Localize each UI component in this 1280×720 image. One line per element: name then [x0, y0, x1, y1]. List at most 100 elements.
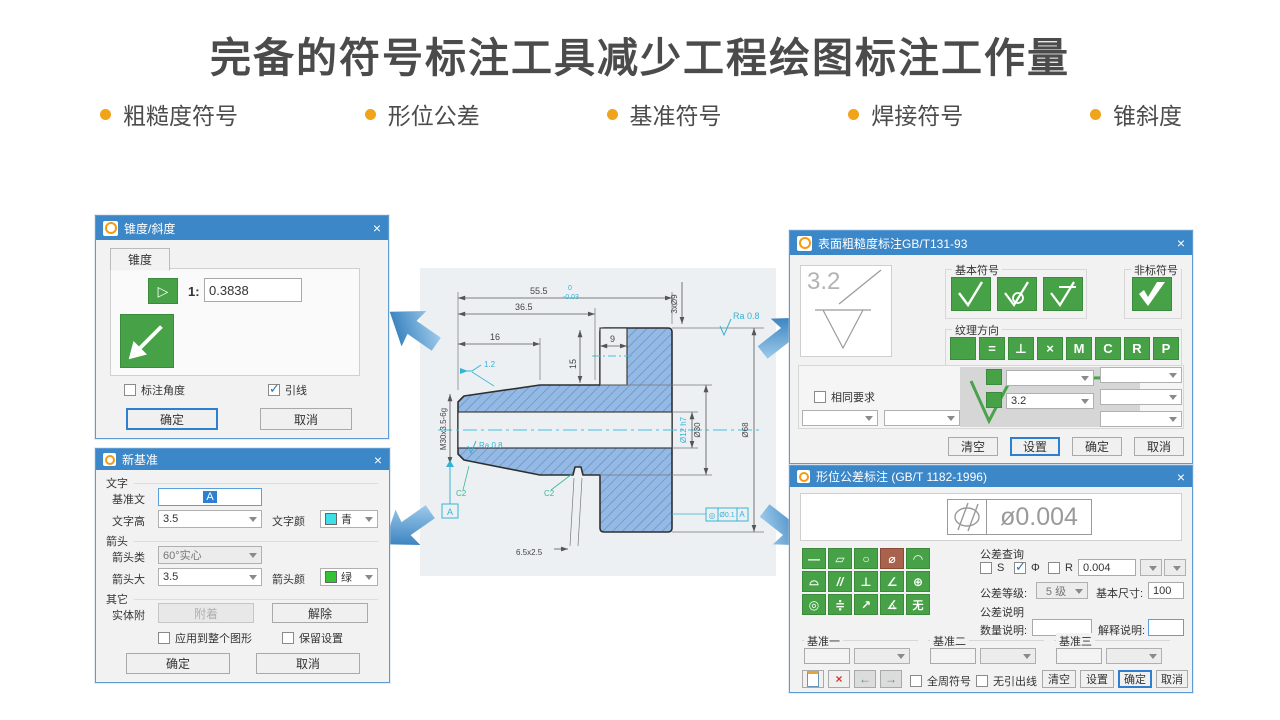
- settings-button[interactable]: 设置: [1080, 670, 1114, 688]
- taper-arrow-button[interactable]: [120, 314, 174, 368]
- basic-size-input[interactable]: 100: [1148, 582, 1184, 599]
- phi-checkbox[interactable]: Φ: [1014, 559, 1040, 575]
- tolerance-value-input[interactable]: 0.004: [1078, 559, 1136, 576]
- symbol-flatness-button[interactable]: ▱: [828, 548, 852, 569]
- symbol-position-button[interactable]: ⊕: [906, 571, 930, 592]
- checkbox-icon[interactable]: [1048, 562, 1060, 574]
- checkbox-checked-icon[interactable]: [1014, 559, 1026, 575]
- arrow-type-select[interactable]: 60°实心: [158, 546, 262, 564]
- datum3-select[interactable]: [1106, 648, 1162, 664]
- basic-symbol-3-button[interactable]: [1043, 277, 1083, 311]
- datum-dialog-titlebar[interactable]: 新基准 ×: [96, 449, 389, 470]
- tolerance-dialog-titlebar[interactable]: 形位公差标注 (GB/T 1182-1996) ×: [790, 466, 1192, 487]
- texture-m-button[interactable]: M: [1066, 337, 1092, 360]
- symbol-none-button[interactable]: 无: [906, 594, 930, 615]
- datum3-input[interactable]: [1056, 648, 1102, 664]
- nonstd-symbol-button[interactable]: [1132, 277, 1172, 311]
- symbol-circular-runout-button[interactable]: ↗: [854, 594, 878, 615]
- symbol-line-profile-button[interactable]: ◠: [906, 548, 930, 569]
- same-requirement-checkbox[interactable]: 相同要求: [814, 389, 875, 405]
- checkbox-icon[interactable]: [980, 562, 992, 574]
- arrow-color-select[interactable]: 绿: [320, 568, 378, 586]
- no-leader-checkbox[interactable]: 无引出线: [976, 673, 1037, 689]
- symbol-circularity-button[interactable]: ○: [854, 548, 878, 569]
- symbol-angularity-button[interactable]: ∠: [880, 571, 904, 592]
- basic-symbol-2-button[interactable]: [997, 277, 1037, 311]
- cancel-button[interactable]: 取消: [1134, 437, 1184, 456]
- checkbox-icon[interactable]: [124, 384, 136, 396]
- grade-select[interactable]: 5 级: [1036, 582, 1088, 599]
- texture-c-button[interactable]: C: [1095, 337, 1121, 360]
- checkbox-icon[interactable]: [976, 675, 988, 687]
- checkbox-icon[interactable]: [814, 391, 826, 403]
- query-select-2[interactable]: [1164, 559, 1186, 576]
- checkbox-icon[interactable]: [158, 632, 170, 644]
- datum1-select[interactable]: [854, 648, 910, 664]
- close-icon[interactable]: ×: [1176, 235, 1185, 251]
- texture-cross-button[interactable]: ×: [1037, 337, 1063, 360]
- option-select-2[interactable]: [884, 410, 960, 426]
- ok-button[interactable]: 确定: [1118, 670, 1152, 688]
- ok-button[interactable]: 确定: [126, 408, 218, 430]
- checkbox-checked-icon[interactable]: [268, 381, 280, 397]
- texture-p-button[interactable]: P: [1153, 337, 1179, 360]
- note-input[interactable]: [1148, 619, 1184, 636]
- lower-symbol-swatch[interactable]: [986, 392, 1002, 408]
- option-select-1[interactable]: [802, 410, 878, 426]
- cancel-button[interactable]: 取消: [1156, 670, 1188, 688]
- texture-parallel-button[interactable]: =: [979, 337, 1005, 360]
- ok-button[interactable]: 确定: [126, 653, 230, 674]
- roughness-dialog-titlebar[interactable]: 表面粗糙度标注GB/T131-93 ×: [790, 231, 1192, 255]
- keep-settings-checkbox[interactable]: 保留设置: [282, 630, 343, 646]
- datum-text-input[interactable]: A: [158, 488, 262, 506]
- detach-button[interactable]: 解除: [272, 603, 368, 623]
- arrow-size-select[interactable]: 3.5: [158, 568, 262, 586]
- symbol-straightness-button[interactable]: —: [802, 548, 826, 569]
- right-select-2[interactable]: [1100, 389, 1182, 405]
- leader-checkbox[interactable]: 引线: [268, 381, 307, 398]
- r-checkbox[interactable]: R: [1048, 562, 1073, 574]
- next-button[interactable]: →: [880, 670, 902, 688]
- symbol-parallelism-button[interactable]: //: [828, 571, 852, 592]
- datum2-input[interactable]: [930, 648, 976, 664]
- ok-button[interactable]: 确定: [1072, 437, 1122, 456]
- text-color-select[interactable]: 青: [320, 510, 378, 528]
- texture-perpendicular-button[interactable]: ⊥: [1008, 337, 1034, 360]
- upper-roughness-select[interactable]: [1006, 370, 1094, 386]
- query-select-1[interactable]: [1140, 559, 1162, 576]
- right-select-3[interactable]: [1100, 411, 1182, 427]
- texture-r-button[interactable]: R: [1124, 337, 1150, 360]
- new-frame-button[interactable]: [802, 670, 824, 688]
- checkbox-icon[interactable]: [910, 675, 922, 687]
- cancel-button[interactable]: 取消: [256, 653, 360, 674]
- clear-button[interactable]: 清空: [1042, 670, 1076, 688]
- annotate-angle-checkbox[interactable]: 标注角度: [124, 382, 185, 398]
- prev-button[interactable]: ←: [854, 670, 876, 688]
- datum1-input[interactable]: [804, 648, 850, 664]
- s-checkbox[interactable]: S: [980, 562, 1004, 574]
- close-icon[interactable]: ×: [372, 220, 381, 236]
- symbol-surface-profile-button[interactable]: ⌓: [802, 571, 826, 592]
- clear-button[interactable]: 清空: [948, 437, 998, 456]
- checkbox-icon[interactable]: [282, 632, 294, 644]
- all-around-checkbox[interactable]: 全周符号: [910, 673, 971, 689]
- texture-solid-button[interactable]: [950, 337, 976, 360]
- taper-direction-button[interactable]: ▷: [148, 278, 178, 304]
- symbol-symmetry-button[interactable]: ≑: [828, 594, 852, 615]
- text-height-select[interactable]: 3.5: [158, 510, 262, 528]
- ratio-input[interactable]: 0.3838: [204, 278, 302, 302]
- tab-taper[interactable]: 锥度: [110, 248, 170, 271]
- symbol-cylindricity-button[interactable]: ⌀: [880, 548, 904, 569]
- attach-button[interactable]: 附着: [158, 603, 254, 623]
- symbol-concentricity-button[interactable]: ◎: [802, 594, 826, 615]
- symbol-perpendicularity-button[interactable]: ⊥: [854, 571, 878, 592]
- lower-roughness-select[interactable]: 3.2: [1006, 393, 1094, 409]
- close-icon[interactable]: ×: [373, 451, 382, 468]
- basic-symbol-1-button[interactable]: [951, 277, 991, 311]
- close-icon[interactable]: ×: [1176, 468, 1185, 485]
- delete-button[interactable]: ×: [828, 670, 850, 688]
- upper-symbol-swatch[interactable]: [986, 369, 1002, 385]
- cancel-button[interactable]: 取消: [260, 408, 352, 430]
- settings-button[interactable]: 设置: [1010, 437, 1060, 456]
- taper-dialog-titlebar[interactable]: 锥度/斜度 ×: [96, 216, 388, 240]
